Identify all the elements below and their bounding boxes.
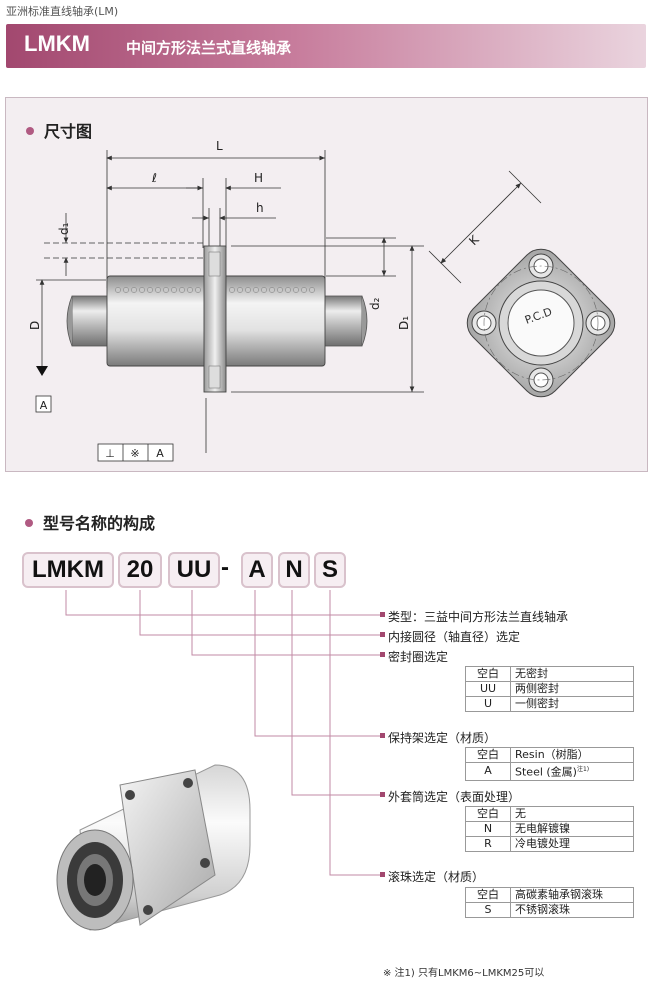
item-bore-label: 内接圆径（轴直径）选定 <box>388 630 521 644</box>
code-part-surface: N <box>278 552 310 588</box>
item-cage-label: 保持架选定（材质） <box>388 731 497 745</box>
item-surface-label: 外套筒选定（表面处理） <box>388 790 521 804</box>
item-type-label: 类型：三益中间方形法兰直线轴承 <box>388 610 569 624</box>
dim-D1-label: D₁ <box>397 316 411 330</box>
code-part-size: 20 <box>118 552 162 588</box>
code-part-type: LMKM <box>22 552 114 588</box>
datum-a-label: A <box>40 399 48 412</box>
dimension-panel: 尺寸图 <box>5 97 648 472</box>
code-part-seal: UU <box>168 552 220 588</box>
tolerance-datum-label: A <box>156 447 164 460</box>
perpendicularity-symbol: ⊥ <box>105 447 115 460</box>
dim-d2-label: d₂ <box>368 297 382 310</box>
model-section-title: 型号名称的构成 <box>25 510 155 534</box>
dimension-section-title: 尺寸图 <box>26 118 92 142</box>
dim-D-label: D <box>28 321 42 330</box>
item-seal-label: 密封圈选定 <box>388 650 449 664</box>
breadcrumb: 亚洲标准直线轴承(LM) <box>6 5 119 18</box>
dim-H-label: H <box>254 171 263 185</box>
item-ball-label: 滚珠选定（材质） <box>388 870 485 884</box>
table-row: 空白无密封 <box>465 666 634 682</box>
code-part-ball: S <box>314 552 346 588</box>
dimension-drawing: A ⊥ ※ A L ℓ H h d₁ d₂ D₁ D P.C.D <box>28 139 616 462</box>
code-dash: - <box>221 554 229 581</box>
dim-K-label: K <box>466 232 482 248</box>
dim-l-label: ℓ <box>151 171 157 185</box>
page-header: LMKM 中间方形法兰式直线轴承 <box>6 24 646 68</box>
reference-symbol: ※ <box>130 447 139 460</box>
model-title: LMKM <box>24 31 90 56</box>
product-image <box>56 764 251 931</box>
footnote: ※ 注1) 只有LMKM6~LMKM25可以 <box>383 968 545 979</box>
footnote-marker: 注1) <box>576 766 590 773</box>
code-part-cage: A <box>241 552 273 588</box>
dim-d1-label: d₁ <box>57 222 71 235</box>
table-row: 空白无 <box>465 806 634 822</box>
dim-L-label: L <box>216 139 223 153</box>
bullet-icon <box>25 518 33 527</box>
model-description: 中间方形法兰式直线轴承 <box>126 39 292 57</box>
dim-h-label: h <box>256 201 264 215</box>
table-row: 空白高碳素轴承钢滚珠 <box>465 887 634 903</box>
bullet-icon <box>26 126 34 135</box>
